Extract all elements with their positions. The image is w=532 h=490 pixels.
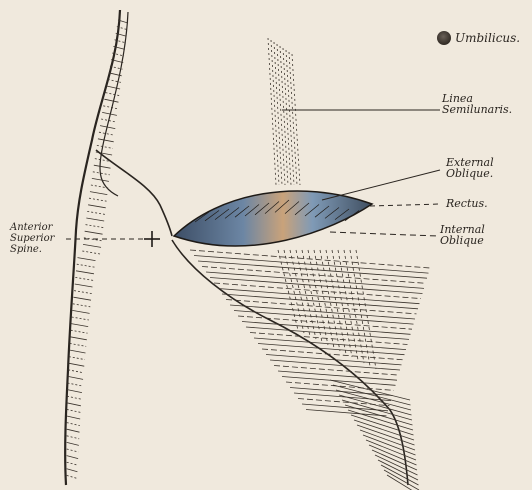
flank-hatch-stroke <box>75 277 93 280</box>
flank-hatch-stroke <box>92 178 109 181</box>
flank-hatch-stroke <box>68 376 83 379</box>
flank-hatch-stroke <box>75 284 93 287</box>
body-outline-inner <box>100 12 128 196</box>
flank-hatch-stroke <box>98 139 114 142</box>
oblique-hatch-line <box>190 250 430 268</box>
flank-hatch-stroke <box>70 343 86 346</box>
flank-hatch-stroke <box>68 363 84 366</box>
label-spine-line2: Superior <box>10 233 54 244</box>
flank-hatch-stroke <box>104 99 118 102</box>
oblique-hatch-line <box>266 355 402 365</box>
leader-external-oblique <box>322 170 440 200</box>
flank-hatch-stroke <box>77 258 95 261</box>
flank-hatch-stroke <box>73 297 91 300</box>
umbilicus-marker <box>437 31 451 45</box>
oblique-hatch-line <box>274 366 399 376</box>
oblique-hatch-line <box>194 256 429 274</box>
leader-internal-oblique <box>330 232 438 236</box>
label-external-line2: Oblique. <box>446 168 494 179</box>
flank-hatch-stroke <box>90 192 107 195</box>
flank-hatch-stroke <box>73 304 90 307</box>
rectus-dotted-line <box>277 44 285 185</box>
flank-hatch-stroke <box>105 93 119 96</box>
flank-hatch-stroke <box>85 225 103 228</box>
flank-hatch-stroke <box>67 416 80 419</box>
oblique-hatch-line <box>250 333 408 345</box>
oblique-hatch-line <box>242 322 411 335</box>
flank-hatch-stroke <box>97 145 113 148</box>
flank-hatch-stroke <box>67 456 78 459</box>
oblique-hatch-line <box>270 360 400 370</box>
flank-hatch-stroke <box>71 330 88 333</box>
flank-hatch-stroke <box>71 324 88 327</box>
flank-hatch-stroke <box>70 337 87 340</box>
oblique-hatch-line <box>238 316 412 329</box>
oblique-hatch-line <box>258 344 405 355</box>
oblique-hatch-line <box>246 327 409 339</box>
flank-hatch-stroke <box>68 383 83 386</box>
iliac-crest-curve <box>96 150 172 236</box>
flank-hatch-stroke <box>67 449 79 452</box>
flank-hatch-stroke <box>67 396 81 399</box>
label-linea-line2: Semilunaris. <box>442 104 512 115</box>
oblique-hatch-line <box>282 377 396 386</box>
oblique-hatch-line <box>306 410 387 416</box>
flank-hatch-stroke <box>83 244 101 247</box>
flank-hatch-stroke <box>82 251 100 254</box>
flank-hatch-stroke <box>67 436 79 439</box>
incision-wound <box>174 191 372 246</box>
label-spine-line1: Anterior <box>10 222 54 233</box>
flank-hatch-stroke <box>72 310 89 313</box>
flank-hatch-stroke <box>68 370 84 373</box>
label-internal-oblique: Internal Oblique <box>440 224 485 246</box>
flank-hatch-stroke <box>107 86 120 89</box>
flank-hatch-stroke <box>99 132 115 135</box>
flank-hatch-stroke <box>69 350 85 353</box>
flank-hatch-stroke <box>67 403 81 406</box>
leader-rectus <box>370 204 440 206</box>
oblique-hatch-line <box>202 267 426 284</box>
flank-hatch-stroke <box>87 211 105 214</box>
flank-hatch-stroke <box>85 231 103 234</box>
flank-hatch-stroke <box>94 165 111 168</box>
oblique-hatch-line <box>286 382 394 390</box>
oblique-hatch-line <box>206 272 424 288</box>
flank-hatch-stroke <box>103 106 117 109</box>
flank-hatch-stroke <box>67 423 80 426</box>
flank-hatch-stroke <box>67 462 78 465</box>
oblique-hatch-line <box>278 371 397 380</box>
flank-hatch-stroke <box>77 264 95 267</box>
flank-hatch-stroke <box>67 469 78 472</box>
body-outline <box>65 10 120 485</box>
flank-hatch-stroke <box>72 317 89 320</box>
label-external-oblique: External Oblique. <box>446 157 494 179</box>
flank-hatch-stroke <box>67 475 77 478</box>
flank-hatch-stroke <box>93 172 110 175</box>
flank-hatch-stroke <box>76 271 94 274</box>
oblique-hatch-line <box>198 261 427 278</box>
label-internal-line2: Oblique <box>440 235 485 246</box>
flank-hatch-stroke <box>89 198 106 201</box>
flank-hatch-stroke <box>67 409 81 412</box>
flank-hatch-stroke <box>67 442 79 445</box>
oblique-hatch-line <box>234 311 414 325</box>
flank-hatch-stroke <box>86 218 104 221</box>
label-umbilicus: Umbilicus. <box>455 33 520 44</box>
flank-hatch-stroke <box>88 205 106 208</box>
flank-hatch-stroke <box>74 291 92 294</box>
flank-hatch-stroke <box>67 390 82 393</box>
label-rectus: Rectus. <box>446 198 488 209</box>
label-linea-semilunaris: Linea Semilunaris. <box>442 93 512 115</box>
label-anterior-superior-spine: Anterior Superior Spine. <box>10 222 54 255</box>
flank-hatch-stroke <box>69 357 85 360</box>
label-spine-line3: Spine. <box>10 244 54 255</box>
oblique-hatch-line <box>254 338 406 350</box>
flank-hatch-stroke <box>67 429 80 432</box>
